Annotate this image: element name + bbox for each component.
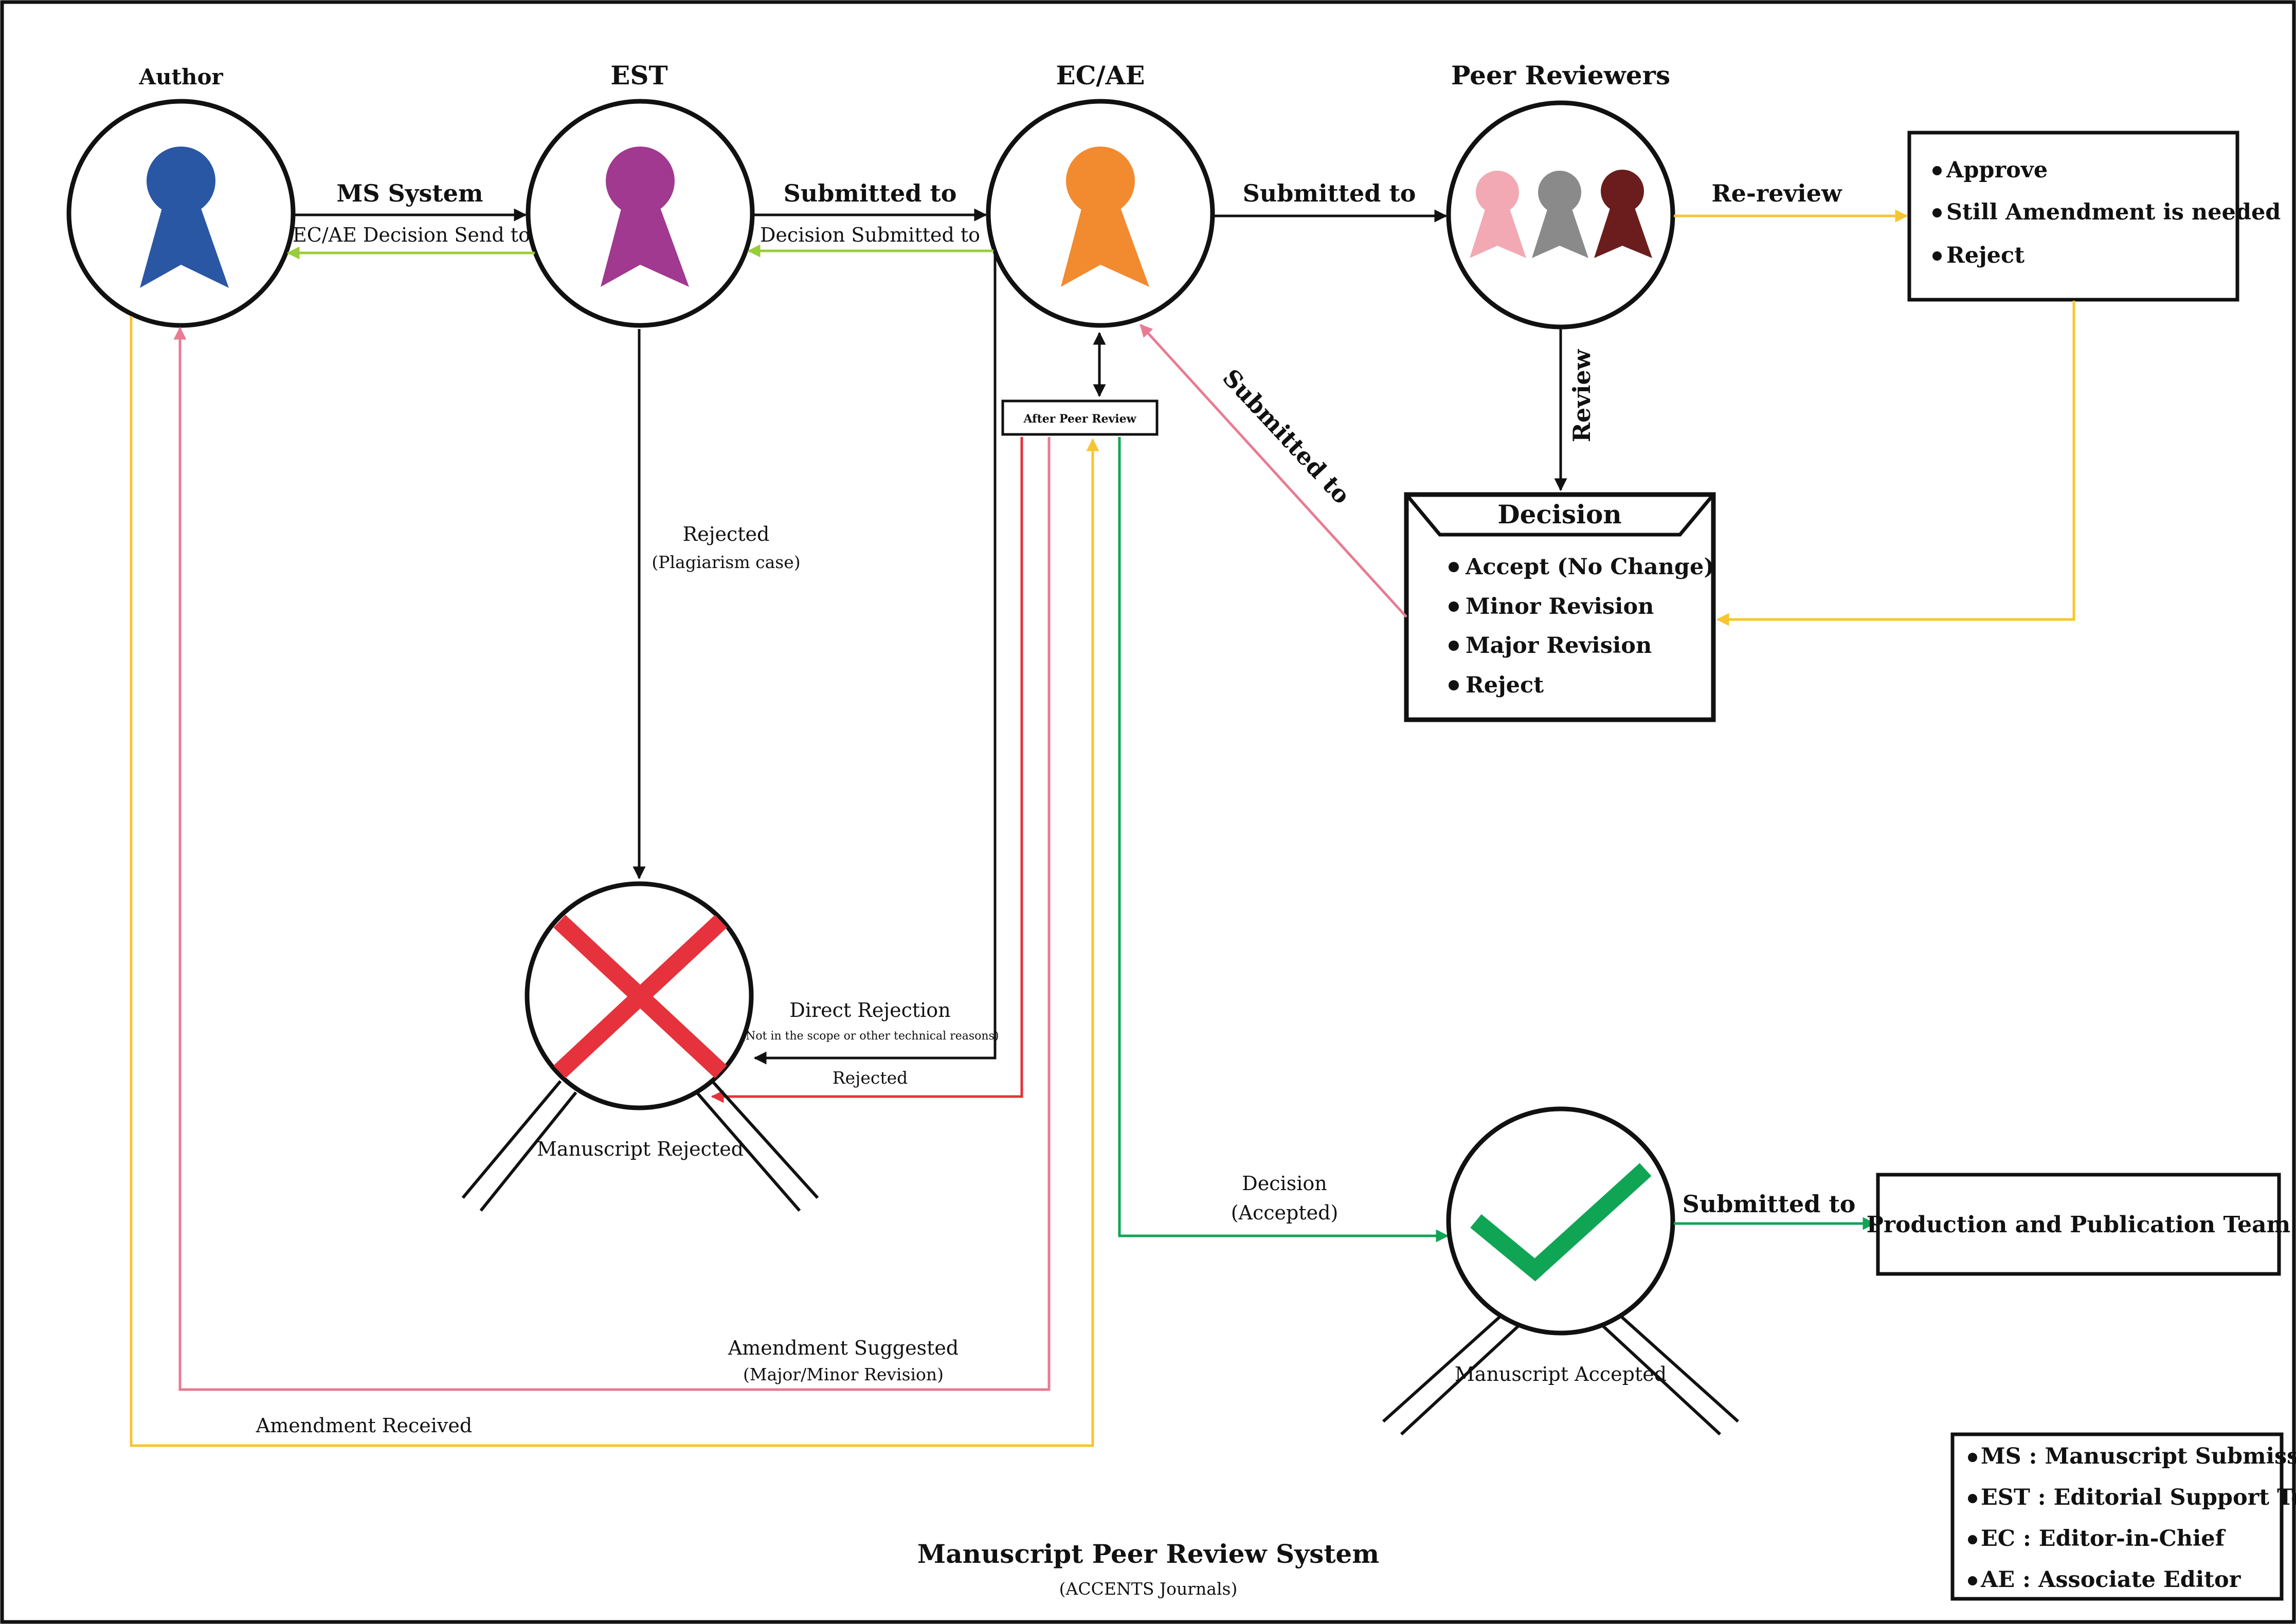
submitted-to-label-3: Submitted to: [1217, 363, 1355, 509]
diagram-title: Manuscript Peer Review System: [917, 1539, 1379, 1569]
accepted-stand: [1382, 1307, 1740, 1436]
rereview-options-box: [1907, 131, 2239, 302]
rereview-item: Approve: [1932, 157, 2048, 183]
legend-item: AE : Associate Editor: [1968, 1567, 2241, 1593]
after-review-rejection-arrow: [711, 437, 1023, 1103]
production-team-box: [1876, 1173, 2281, 1276]
svg-text:EC : Editor-in-Chief: EC : Editor-in-Chief: [1981, 1526, 2226, 1552]
submitted-to-label-1: Submitted to: [784, 179, 957, 207]
decision-accepted-sub: (Accepted): [1231, 1201, 1339, 1224]
amendment-suggested-arrow: [173, 326, 1051, 1391]
rereview-to-decision-arrow: [1716, 301, 2075, 626]
rejected-label: Rejected: [833, 1068, 908, 1088]
svg-text:AE : Associate Editor: AE : Associate Editor: [1980, 1567, 2241, 1593]
svg-text:Approve: Approve: [1946, 157, 2048, 183]
green-check-icon: [1470, 1163, 1652, 1282]
direct-rejection-sub: (Not in the scope or other technical rea…: [742, 1030, 999, 1043]
rejected-plagiarism-label: Rejected: [683, 523, 770, 545]
svg-text:EST : Editorial Support Team: EST : Editorial Support Team: [1981, 1485, 2296, 1510]
amendment-suggested-label: Amendment Suggested: [728, 1337, 959, 1359]
svg-text:Minor Revision: Minor Revision: [1466, 594, 1654, 619]
legend-item: EC : Editor-in-Chief: [1968, 1526, 2226, 1552]
production-team-label: Production and Publication Team: [1867, 1212, 2290, 1238]
reviewer-maroon-icon: [1594, 170, 1652, 258]
legend-box: [1950, 1432, 2284, 1601]
re-review-label: Re-review: [1711, 179, 1842, 207]
after-peer-review-label: After Peer Review: [1023, 412, 1136, 426]
rereview-item: Still Amendment is needed: [1932, 199, 2281, 225]
direct-rejection-arrow: [753, 251, 997, 1065]
peer-reviewers-label: Peer Reviewers: [1451, 60, 1670, 90]
amendment-received-arrow: [130, 316, 1099, 1447]
author-person-icon: [140, 147, 229, 288]
ecae-label: EC/AE: [1056, 60, 1145, 90]
direct-rejection-label: Direct Rejection: [789, 999, 950, 1021]
svg-text:Still Amendment is needed: Still Amendment is needed: [1946, 199, 2281, 225]
decision-send-label: EC/AE Decision Send to: [293, 224, 530, 246]
rejected-plagiarism-sub: (Plagiarism case): [652, 552, 800, 572]
submitted-to-label-2: Submitted to: [1243, 179, 1416, 207]
review-label: Review: [1568, 349, 1596, 442]
decision-item: Minor Revision: [1449, 594, 1654, 619]
ecae-person-icon: [1061, 147, 1149, 287]
decision-item: Major Revision: [1449, 633, 1652, 659]
author-label: Author: [138, 64, 223, 89]
decision-box-flap: [1405, 493, 1715, 537]
reviewer-pink-icon: [1470, 171, 1526, 258]
ms-system-label: MS System: [336, 179, 483, 207]
amendment-received-label: Amendment Received: [256, 1414, 472, 1437]
manuscript-accepted-label: Manuscript Accepted: [1455, 1363, 1667, 1385]
decision-accepted-arrow: [1118, 437, 1449, 1243]
svg-text:MS : Manuscript Submission: MS : Manuscript Submission: [1981, 1444, 2296, 1469]
legend-item: MS : Manuscript Submission: [1968, 1444, 2296, 1469]
svg-text:Reject: Reject: [1466, 672, 1544, 698]
decision-submitted-label: Decision Submitted to: [760, 224, 980, 246]
svg-text:Accept (No Change): Accept (No Change): [1465, 554, 1714, 580]
est-person-icon: [601, 147, 689, 287]
est-label: EST: [610, 60, 667, 90]
submitted-to-label-4: Submitted to: [1683, 1190, 1856, 1218]
legend-item: EST : Editorial Support Team: [1968, 1485, 2296, 1510]
decision-to-ecae-arrow: [1140, 324, 1407, 618]
rejected-stand: [461, 1080, 819, 1212]
decision-title: Decision: [1497, 499, 1621, 530]
svg-text:Major Revision: Major Revision: [1466, 633, 1652, 659]
amendment-suggested-sub: (Major/Minor Revision): [743, 1364, 944, 1384]
svg-text:Reject: Reject: [1946, 243, 2024, 268]
after-peer-review-box: [1001, 399, 1159, 436]
decision-item: Accept (No Change): [1449, 554, 1714, 580]
red-cross-icon: [553, 915, 727, 1079]
decision-item: Reject: [1449, 672, 1544, 698]
accepted-node: [1446, 1106, 1675, 1336]
manuscript-rejected-label: Manuscript Rejected: [537, 1138, 744, 1160]
diagram-subtitle: (ACCENTS Journals): [1059, 1579, 1238, 1599]
rereview-item: Reject: [1932, 243, 2024, 268]
reviewer-grey-icon: [1532, 171, 1588, 258]
decision-accepted-label: Decision: [1242, 1172, 1327, 1195]
